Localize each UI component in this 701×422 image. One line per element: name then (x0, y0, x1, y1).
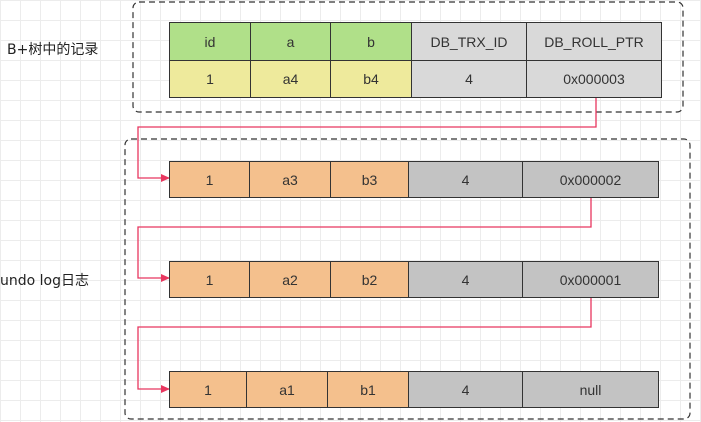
record-db-trx-id: 4 (411, 60, 527, 98)
undo-row-3-a: a1 (246, 371, 328, 408)
roll-ptr-arrow-3 (137, 298, 592, 393)
header-b: b (330, 22, 412, 61)
undo-row-1-db-trx-id: 4 (408, 161, 523, 198)
undo-row-3-id: 1 (169, 371, 247, 408)
header-db-trx-id: DB_TRX_ID (411, 22, 527, 61)
undo-row-1-db-roll-ptr: 0x000002 (522, 161, 659, 198)
record-db-roll-ptr: 0x000003 (526, 60, 662, 98)
undo-row-2-a: a2 (249, 261, 331, 298)
undo-row-2-b: b2 (330, 261, 409, 298)
undo-row-1-a: a3 (249, 161, 331, 198)
header-db-roll-ptr: DB_ROLL_PTR (526, 22, 662, 61)
undo-row-3-b: b1 (327, 371, 409, 408)
undo-row-3-db-trx-id: 4 (408, 371, 523, 408)
undo-row-2-id: 1 (169, 261, 250, 298)
header-a: a (250, 22, 331, 61)
undo-log-group (124, 138, 691, 420)
record-id: 1 (169, 60, 251, 98)
undo-row-1-b: b3 (330, 161, 409, 198)
bplus-record-label: B+树中的记录 (7, 42, 99, 58)
roll-ptr-arrow-2 (137, 197, 592, 282)
undo-row-3-db-roll-ptr: null (522, 371, 659, 408)
undo-row-1-id: 1 (169, 161, 250, 198)
record-a: a4 (250, 60, 331, 98)
bplus-record-group (132, 1, 684, 113)
undo-log-label: undo log日志 (0, 273, 89, 289)
undo-row-2-db-roll-ptr: 0x000001 (522, 261, 659, 298)
header-id: id (169, 22, 251, 61)
record-b: b4 (330, 60, 412, 98)
undo-row-2-db-trx-id: 4 (408, 261, 523, 298)
roll-ptr-arrow-1 (137, 97, 597, 182)
